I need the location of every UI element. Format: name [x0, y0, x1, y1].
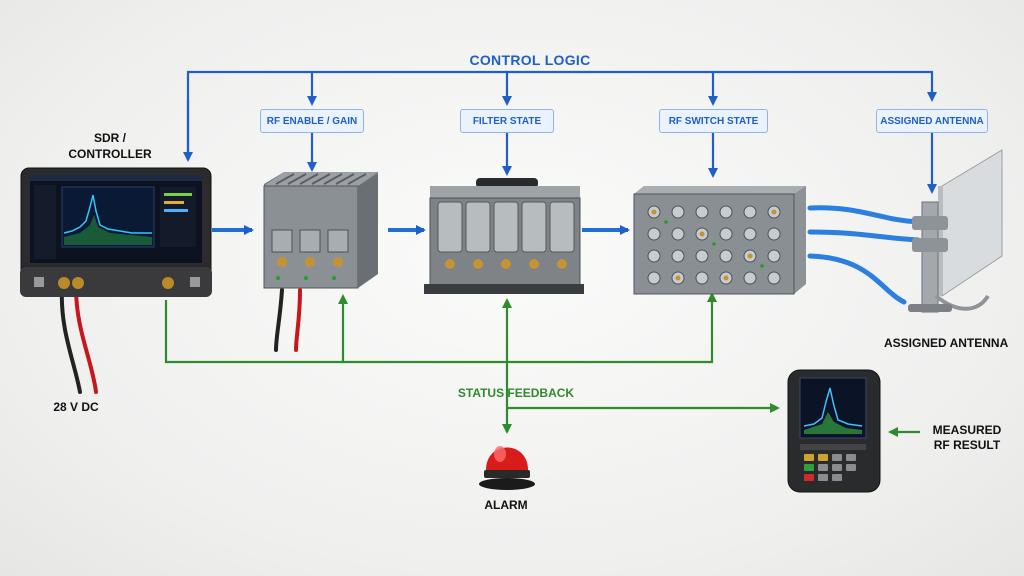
status-feedback-lines	[164, 292, 920, 437]
panel-antenna-icon	[908, 149, 1003, 313]
filter-bank-module-icon	[424, 178, 584, 294]
assigned-antenna-box: ASSIGNED ANTENNA	[876, 109, 988, 133]
measured-label-line1: MEASURED	[932, 423, 1002, 437]
status-feedback-title: STATUS FEEDBACK	[457, 386, 575, 400]
control-logic-title: CONTROL LOGIC	[469, 52, 591, 68]
coax-cables	[807, 205, 921, 305]
power-cables	[59, 286, 302, 394]
control-logic-lines	[183, 70, 937, 194]
rf-switch-state-box: RF SWITCH STATE	[659, 109, 768, 133]
filter-state-box: FILTER STATE	[460, 109, 554, 133]
assigned-antenna-label: ASSIGNED ANTENNA	[884, 336, 1009, 350]
red-alarm-beacon-icon	[479, 446, 535, 490]
rf-switch-matrix-icon	[633, 186, 806, 295]
rf-enable-gain-box: RF ENABLE / GAIN	[260, 109, 364, 133]
sdr-controller-icon	[20, 167, 212, 297]
sdr-label-line2: CONTROLLER	[68, 147, 152, 161]
alarm-label: ALARM	[484, 498, 528, 512]
rf-amplifier-module-icon	[263, 172, 378, 289]
sdr-label-line1: SDR /	[93, 131, 126, 145]
power-label: 28 V DC	[53, 400, 99, 414]
handheld-spectrum-analyzer-icon	[787, 369, 881, 493]
measured-label-line2: RF RESULT	[933, 438, 1001, 452]
